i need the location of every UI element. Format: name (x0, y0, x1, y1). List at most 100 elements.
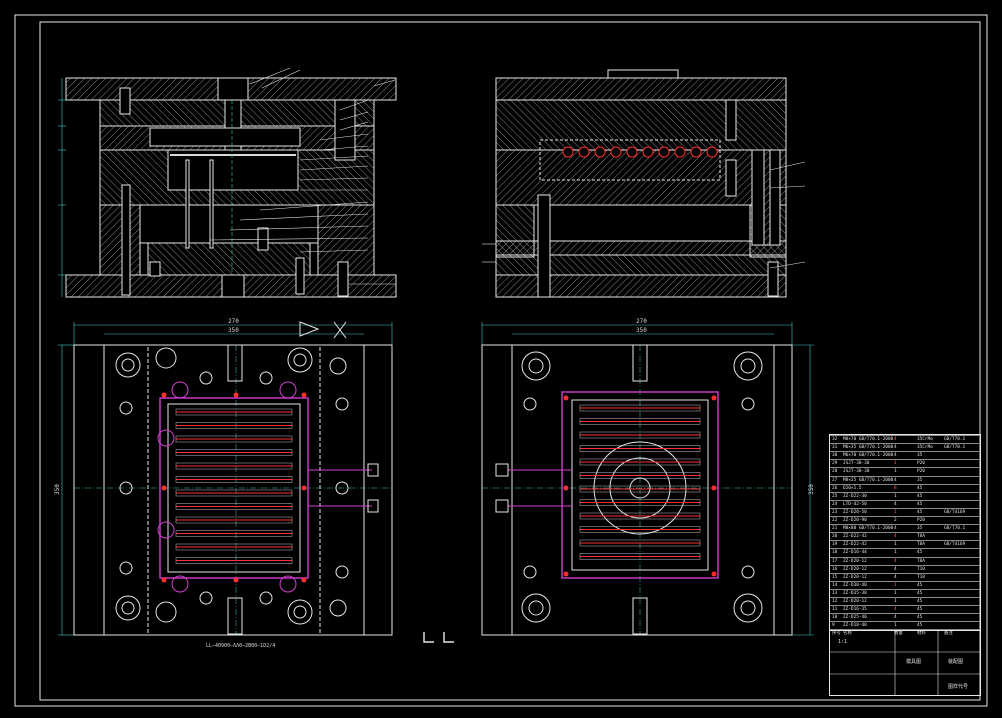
plan-view-right (481, 322, 814, 636)
cavity-part-outline (579, 512, 701, 520)
parts-table-header-name: 名称 (843, 631, 852, 637)
parts-table-cell-mat: 45 (917, 615, 923, 621)
parts-table-cell-name: ZZ-D25-40 (843, 615, 867, 621)
title-block-scale: 1:1 (838, 639, 848, 645)
dim-label-top-left-2: 350 (228, 327, 239, 334)
cavity-part-outline (175, 422, 293, 429)
dim-label-side-left: 350 (53, 484, 61, 495)
parts-table-cell-mat: 45 (917, 582, 923, 588)
parts-table-cell-note (944, 598, 980, 605)
cavity-part-outline (579, 499, 701, 506)
parts-table-cell-name: ZZ-D20-90 (843, 518, 867, 523)
parts-table-cell-note: GB/T70.1 (944, 526, 966, 532)
dim-label-side-right: 350 (807, 484, 815, 495)
parts-table-cell-qty: 1 (894, 509, 897, 515)
cavity-part-outline (579, 458, 701, 466)
parts-table-cell-mat: 45 (917, 501, 923, 507)
parts-table-cell-no: 26 (832, 485, 838, 491)
cavity-part-outline (175, 530, 293, 537)
parts-table-cell-mat: 45 (917, 485, 923, 491)
dim-label-top-right-2: 350 (636, 327, 647, 334)
parts-table-cell-name: ZZ-D35-30 (843, 590, 867, 596)
parts-table-cell-mat: P20 (917, 461, 925, 467)
parts-table-cell-note (944, 582, 980, 589)
cavity-part-outline (175, 489, 293, 497)
parts-table-cell-mat: T10 (917, 566, 925, 572)
parts-table-cell-mat: T8A (917, 542, 925, 548)
parts-table-cell-name: M6×70 GB/T70.1-2000 (843, 453, 893, 459)
parts-table-cell-qty: 4 (894, 445, 897, 451)
parts-table-cell-name: ZZ-D22-42 (843, 534, 867, 540)
parts-table-cell-no: 30 (832, 453, 838, 459)
parts-table-cell-qty: 4 (894, 607, 897, 613)
parts-table-cell-qty: 1 (894, 582, 897, 588)
parts-table-cell-name: ZZ-D16-44 (843, 550, 867, 556)
parts-table-cell-qty: 4 (894, 534, 897, 540)
parts-table-cell-name: ZZ-D22-42 (843, 542, 867, 548)
parts-table-cell-note: GB/T70.1 (944, 437, 966, 442)
cavity-part-outline (579, 526, 701, 533)
parts-table-cell-qty: 1 (894, 623, 897, 629)
parts-table-header-qty: 数量 (894, 631, 903, 637)
parts-table-cell-note (944, 493, 980, 500)
dim-label-top-right-1: 270 (636, 318, 647, 325)
cavity-part-outline (579, 553, 701, 560)
parts-table-cell-name: ZZ-D20-12 (843, 599, 867, 604)
parts-table-cell-qty: 4 (894, 453, 897, 459)
parts-table-cell-no: 10 (832, 615, 838, 621)
parts-table-cell-name: JSJT-30-30 (843, 469, 870, 475)
parts-table-cell-qty: 1 (894, 469, 897, 475)
cavity-part-outline (579, 445, 701, 452)
parts-table-cell-note (944, 477, 980, 484)
parts-table-cell-mat: T8A (917, 534, 925, 540)
parts-table-cell-mat: 35CrMo (917, 445, 933, 451)
parts-table-cell-no: 31 (832, 445, 838, 451)
parts-table-cell-note (944, 533, 980, 540)
parts-table-cell-mat: P20 (917, 518, 925, 523)
parts-table-cell-no: 27 (832, 477, 838, 483)
parts-table-cell-qty: 4 (894, 437, 897, 442)
parts-table-cell-mat: 45 (917, 493, 923, 499)
parts-table-cell-no: 13 (832, 590, 838, 596)
parts-table-cell-mat: 45 (917, 607, 923, 613)
parts-table-cell-no: 25 (832, 493, 838, 499)
parts-table-cell-note (944, 501, 980, 508)
parts-table-cell-note (944, 622, 980, 629)
section-symbol (423, 632, 454, 643)
cavity-part-outline (579, 472, 701, 479)
parts-table-cell-note (944, 574, 980, 581)
title-block-lines (829, 630, 981, 696)
parts-table-cell-qty: 1 (894, 542, 897, 548)
parts-table-cell-name: ZZ-D20-12 (843, 574, 867, 580)
parts-table-cell-no: 22 (832, 518, 838, 523)
parts-table-cell-qty: 4 (894, 574, 897, 580)
parts-table-cell-mat: 45 (917, 550, 923, 556)
parts-table-cell-qty: 4 (894, 501, 897, 507)
parts-table-cell-note (944, 558, 980, 565)
parts-table-cell-mat: 35CrMo (917, 437, 933, 442)
parts-table-cell-note (944, 614, 980, 621)
cavity-part-outline (175, 543, 293, 551)
parts-table-cell-qty: 1 (894, 461, 897, 467)
parts-table-header-no: 序号 (832, 631, 841, 637)
parts-table-cell-no: 32 (832, 437, 838, 442)
parts-table-cell-no: 28 (832, 469, 838, 475)
cavity-part-outline (579, 485, 701, 493)
parts-table-cell-qty: 4 (894, 477, 897, 483)
parts-table-cell-mat: T8A (917, 558, 925, 564)
parts-table-cell-no: 11 (832, 607, 838, 613)
parts-table-cell-qty: 4 (894, 558, 897, 564)
cavity-rows-left (175, 408, 293, 564)
parts-table-cell-note (944, 566, 980, 573)
